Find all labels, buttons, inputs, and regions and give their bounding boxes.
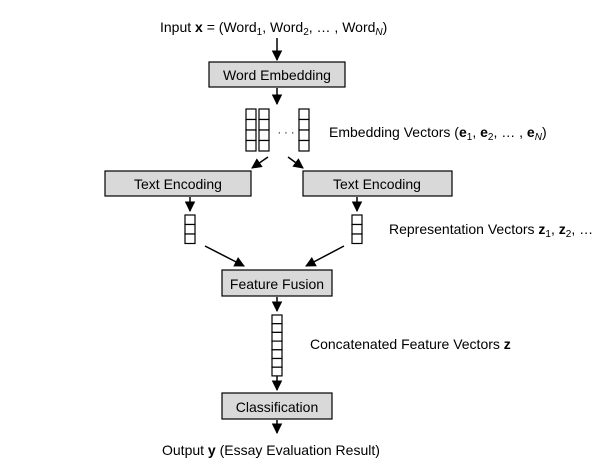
vector-ellipsis: · · ·	[277, 127, 294, 139]
embedding-vector-2	[258, 108, 270, 152]
feature-fusion-label: Feature Fusion	[230, 276, 324, 292]
text-encoding-right-label: Text Encoding	[333, 176, 421, 192]
word-embedding-box: Word Embedding	[208, 61, 346, 88]
arrow-left-vector-to-fusion	[204, 245, 245, 267]
embedding-vector-n	[298, 108, 310, 152]
arrow-right-vector-to-fusion	[305, 245, 345, 267]
concatenated-caption: Concatenated Feature Vectors z	[310, 336, 511, 352]
representation-vectors-caption: Representation Vectors z1, z2, …	[389, 221, 593, 240]
representation-vector-right	[351, 214, 363, 245]
concatenated-feature-vector	[271, 314, 283, 377]
embedding-vector-1	[245, 108, 257, 152]
text-encoding-right-box: Text Encoding	[302, 170, 453, 197]
arrow-vectors-to-right-encoding	[287, 156, 304, 169]
embedding-vectors-caption: Embedding Vectors (e1, e2, … , eN)	[329, 124, 547, 143]
text-encoding-left-label: Text Encoding	[134, 176, 222, 192]
arrow-vectors-to-left-encoding	[251, 156, 269, 169]
text-encoding-left-box: Text Encoding	[104, 170, 252, 197]
output-caption: Output y (Essay Evaluation Result)	[162, 442, 380, 458]
classification-label: Classification	[236, 399, 318, 415]
input-caption: Input x = (Word1, Word2, … , WordN)	[160, 19, 387, 38]
word-embedding-label: Word Embedding	[223, 67, 331, 83]
representation-vector-left	[184, 214, 196, 245]
classification-box: Classification	[221, 392, 333, 420]
feature-fusion-box: Feature Fusion	[221, 269, 333, 297]
